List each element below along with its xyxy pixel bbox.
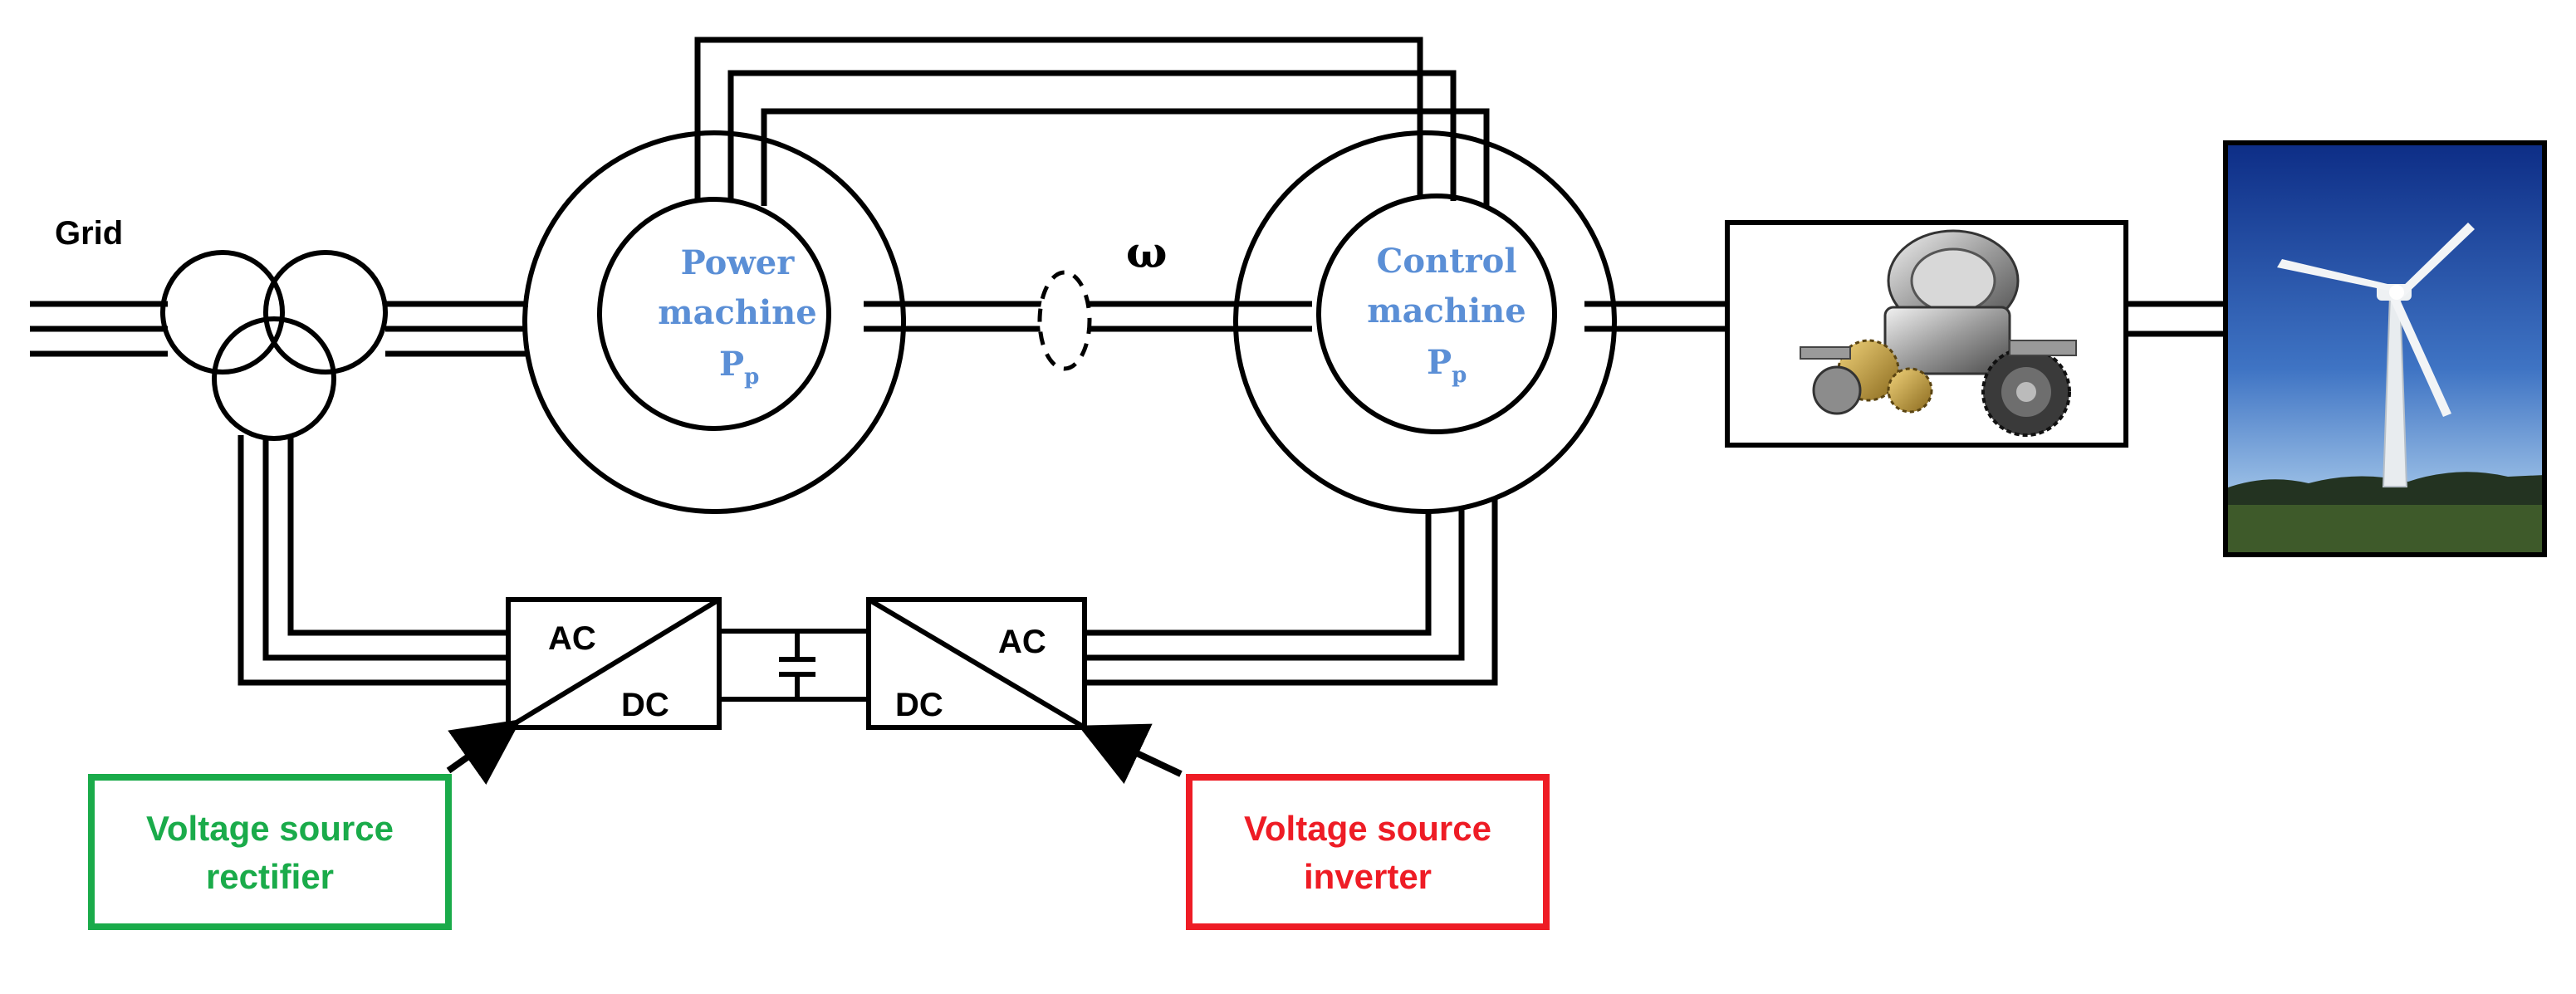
- svg-text:inverter: inverter: [1304, 857, 1432, 896]
- svg-text:Voltage source: Voltage source: [146, 809, 394, 848]
- svg-text:Power: Power: [681, 243, 796, 282]
- control-machine-label-line2: machine: [1367, 291, 1526, 331]
- gearbox-to-turbine-lines: [2126, 301, 2226, 337]
- svg-text:rectifier: rectifier: [206, 857, 334, 896]
- inverter-ac-label: AC: [998, 624, 1046, 660]
- control-machine-to-inverter-lines: [1085, 498, 1498, 686]
- power-machine-symbol: P: [719, 345, 744, 384]
- svg-text:machine: machine: [658, 293, 816, 332]
- svg-text:Control: Control: [1376, 242, 1516, 281]
- control-machine-label-line1: Control: [1376, 242, 1516, 281]
- grid-label: Grid: [55, 215, 123, 252]
- transformer-to-rectifier-lines: [238, 435, 508, 686]
- turbine-image: [2223, 140, 2547, 557]
- inverter-block: [866, 597, 1087, 730]
- inverter-dc-label: DC: [895, 687, 943, 723]
- rectifier-callout-line2: rectifier: [206, 857, 334, 896]
- power-machine-label-line2: machine: [658, 293, 816, 332]
- svg-text:Voltage source: Voltage source: [1244, 809, 1491, 848]
- svg-text:machine: machine: [1367, 291, 1526, 331]
- control-machine-symbol: P: [1427, 343, 1452, 382]
- rectifier-dc-label: DC: [621, 687, 669, 723]
- rectifier-callout-box: [88, 774, 452, 930]
- inverter-callout-line2: inverter: [1304, 857, 1432, 896]
- dc-link: [719, 629, 869, 702]
- rectifier-ac-label: AC: [548, 620, 596, 657]
- power-machine-subscript: p: [744, 365, 759, 389]
- rectifier-callout-arrow: [446, 719, 522, 785]
- svg-text:Pp: Pp: [1427, 343, 1467, 388]
- gearbox-image: [1725, 220, 2128, 448]
- control-machine: [1233, 130, 1617, 514]
- power-machine: [522, 130, 906, 514]
- rectifier-block: [506, 597, 722, 730]
- control-machine-to-gearbox-lines: [1584, 301, 1727, 332]
- grid-lines: [30, 301, 168, 357]
- inverter-callout-line1: Voltage source: [1244, 809, 1491, 848]
- rectifier-callout-line1: Voltage source: [146, 809, 394, 848]
- control-machine-subscript: p: [1452, 363, 1467, 388]
- transformer: [160, 250, 388, 441]
- inverter-callout-box: [1186, 774, 1550, 930]
- omega-label: ω: [1126, 228, 1168, 278]
- transformer-to-power-machine-lines: [385, 301, 528, 357]
- inverter-callout-arrow: [1078, 723, 1183, 785]
- rotation-indicator: [1037, 270, 1092, 371]
- power-machine-label-line1: Power: [681, 243, 796, 282]
- rotor-interconnection-lines: [694, 37, 1490, 208]
- dc-link-capacitor: [779, 657, 815, 677]
- svg-text:Pp: Pp: [719, 345, 759, 389]
